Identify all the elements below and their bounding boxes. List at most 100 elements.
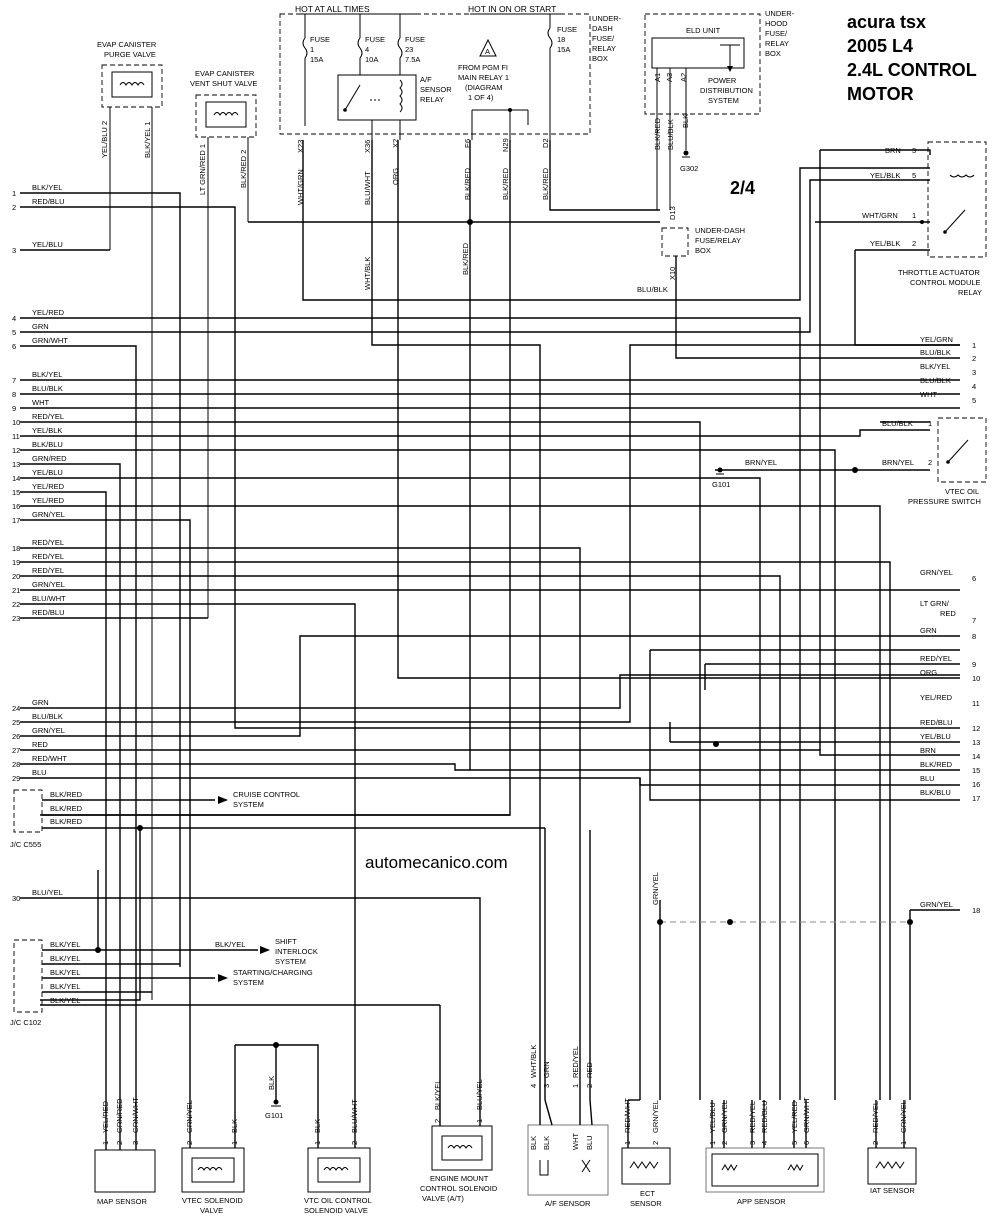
svg-text:BLU/WHT: BLU/WHT — [363, 171, 372, 205]
svg-text:SENSOR: SENSOR — [420, 85, 452, 94]
blk-red-wire-label: BLK/RED — [461, 242, 470, 275]
svg-text:2: 2 — [912, 239, 916, 248]
svg-text:ECT: ECT — [640, 1189, 655, 1198]
left-pin-number: 14 — [12, 474, 20, 483]
svg-text:2: 2 — [651, 1141, 660, 1145]
svg-text:BLK/RED: BLK/RED — [541, 167, 550, 200]
svg-text:CONTROL SOLENOID: CONTROL SOLENOID — [420, 1184, 498, 1193]
svg-text:BLK/YEL: BLK/YEL — [50, 954, 80, 963]
svg-text:GRN/YEL: GRN/YEL — [651, 872, 660, 905]
svg-text:BLU/BLK: BLU/BLK — [666, 119, 675, 150]
svg-text:THROTTLE ACTUATOR: THROTTLE ACTUATOR — [898, 268, 980, 277]
title-line-4: MOTOR — [847, 84, 914, 104]
right-pin-number: 17 — [972, 794, 980, 803]
app-pin-wire-color: RED/BLU — [760, 1100, 769, 1133]
svg-text:J/C C102: J/C C102 — [10, 1018, 41, 1027]
left-pin-wire-color: GRN/YEL — [32, 726, 65, 735]
svg-text:GRN: GRN — [542, 1061, 551, 1078]
left-pin-number: 30 — [12, 894, 20, 903]
svg-text:WHT/BLK: WHT/BLK — [529, 1045, 538, 1078]
svg-text:FUSE/: FUSE/ — [765, 29, 788, 38]
right-pin-wire-color: BLK/RED — [920, 760, 953, 769]
svg-text:PURGE VALVE: PURGE VALVE — [104, 50, 156, 59]
svg-text:APP SENSOR: APP SENSOR — [737, 1197, 786, 1206]
svg-text:BLK/YEL 1: BLK/YEL 1 — [143, 122, 152, 158]
fuse-18: FUSE 18 15A — [547, 14, 577, 140]
title-line-1: acura tsx — [847, 12, 926, 32]
underdash-fuse-box: HOT AT ALL TIMES HOT IN ON OR START UNDE… — [279, 4, 622, 205]
left-pin-wire-color: GRN — [32, 322, 49, 331]
ect-sensor: ECT SENSOR 1 RED/WHT 2 GRN/YEL GRN/YEL — [621, 778, 671, 1208]
right-pin-number: 13 — [972, 738, 980, 747]
svg-text:BRN/YEL: BRN/YEL — [745, 458, 777, 467]
svg-text:EVAP CANISTER: EVAP CANISTER — [97, 40, 157, 49]
left-pin-number: 4 — [12, 314, 16, 323]
right-pin-number: 5 — [972, 396, 976, 405]
left-pin-number: 21 — [12, 586, 20, 595]
svg-text:RED: RED — [585, 1062, 594, 1078]
svg-text:FUSE: FUSE — [557, 25, 577, 34]
left-pin-number: 1 — [12, 189, 16, 198]
app-sensor: APP SENSOR 1YEL/BLU2GRN/YEL3RED/YEL4RED/… — [705, 1097, 825, 1206]
svg-text:G101: G101 — [712, 480, 730, 489]
svg-text:UNDER-: UNDER- — [592, 14, 622, 23]
left-pin-wire-color: BLK/YEL — [32, 370, 62, 379]
right-pin-wire-color: YEL/RED — [920, 693, 953, 702]
right-pin-wire-color: GRN/YEL — [920, 568, 953, 577]
left-pin-wire-color: BLK/YEL — [32, 183, 62, 192]
svg-text:VTEC SOLENOID: VTEC SOLENOID — [182, 1196, 243, 1205]
svg-text:YEL/BLK: YEL/BLK — [870, 239, 900, 248]
app-pin-number: 1 — [708, 1141, 717, 1145]
wht-blk-wire-label: WHT/BLK — [363, 257, 372, 290]
left-pin-wire-color: RED/BLU — [32, 608, 65, 617]
vtec-oil-pressure-switch: BLU/BLK 1 BRN/YEL 2 BRN/YEL G101 VTEC OI… — [712, 417, 987, 506]
right-pin-number: 7 — [972, 616, 976, 625]
app-pin-number: 2 — [720, 1141, 729, 1145]
left-pin-number: 24 — [12, 704, 20, 713]
left-pin-wire-color: GRN — [32, 698, 49, 707]
right-pin-wire-color-2: RED — [940, 609, 956, 618]
fuse-box-outline — [279, 13, 591, 135]
svg-text:N29: N29 — [501, 138, 510, 152]
svg-text:UNDER-DASH: UNDER-DASH — [695, 226, 745, 235]
left-pin-number: 6 — [12, 342, 16, 351]
svg-text:BLK/YEL: BLK/YEL — [50, 996, 80, 1005]
svg-text:RED/YEL: RED/YEL — [571, 1046, 580, 1078]
af-sensor-relay: A/F SENSOR RELAY — [337, 74, 452, 140]
svg-text:15A: 15A — [310, 55, 323, 64]
left-pin-number: 11 — [12, 432, 20, 441]
svg-text:BLU/YEL: BLU/YEL — [475, 1079, 484, 1110]
left-pin-number: 2 — [12, 203, 16, 212]
svg-text:4: 4 — [365, 45, 369, 54]
svg-text:10A: 10A — [365, 55, 378, 64]
svg-text:BRN: BRN — [885, 146, 901, 155]
svg-text:1 OF 4): 1 OF 4) — [468, 93, 494, 102]
svg-text:BLK: BLK — [267, 1076, 276, 1090]
right-pin-wire-color: RED/BLU — [920, 718, 953, 727]
right-pin-wire-color: RED/YEL — [920, 654, 952, 663]
evap-canister-vent-shut-valve: EVAP CANISTER VENT SHUT VALVE LT GRN/RED… — [190, 69, 257, 618]
left-pin-wire-color: BLU/WHT — [32, 594, 66, 603]
pgm-fi-reference: A FROM PGM FI MAIN RELAY 1 (DIAGRAM 1 OF… — [458, 38, 529, 140]
svg-text:INTERLOCK: INTERLOCK — [275, 947, 318, 956]
right-pin-wire-color: BRN — [920, 746, 936, 755]
app-pin-wire-color: RED/YEL — [748, 1101, 757, 1133]
left-pin-wire-color: GRN/YEL — [32, 510, 65, 519]
left-pin-wire-color: RED/YEL — [32, 538, 64, 547]
wire-harness — [20, 140, 960, 1100]
left-pin-wire-color: YEL/BLU — [32, 240, 63, 249]
left-pin-wire-color: GRN/RED — [32, 454, 67, 463]
af-sensor: A/F SENSOR 4 WHT/BLK 3 GRN 1 RED/YEL 2 R… — [527, 1045, 609, 1208]
left-pin-wire-color: RED/YEL — [32, 566, 64, 575]
app-pin-number: 3 — [748, 1141, 757, 1145]
svg-text:A/F: A/F — [420, 75, 432, 84]
svg-text:DASH: DASH — [592, 24, 613, 33]
svg-text:YEL/BLK: YEL/BLK — [870, 171, 900, 180]
svg-text:BLK/RED: BLK/RED — [653, 117, 662, 150]
svg-text:BLK/RED 2: BLK/RED 2 — [239, 150, 248, 188]
svg-text:3: 3 — [912, 146, 916, 155]
left-pin-wire-color: GRN/YEL — [32, 580, 65, 589]
svg-text:BOX: BOX — [695, 246, 711, 255]
fuse-box-pins: X23 X36 X2 E6 N29 D2 WHT/GRN BLU/WHT ORG… — [296, 138, 550, 205]
right-pin-number: 1 — [972, 341, 976, 350]
